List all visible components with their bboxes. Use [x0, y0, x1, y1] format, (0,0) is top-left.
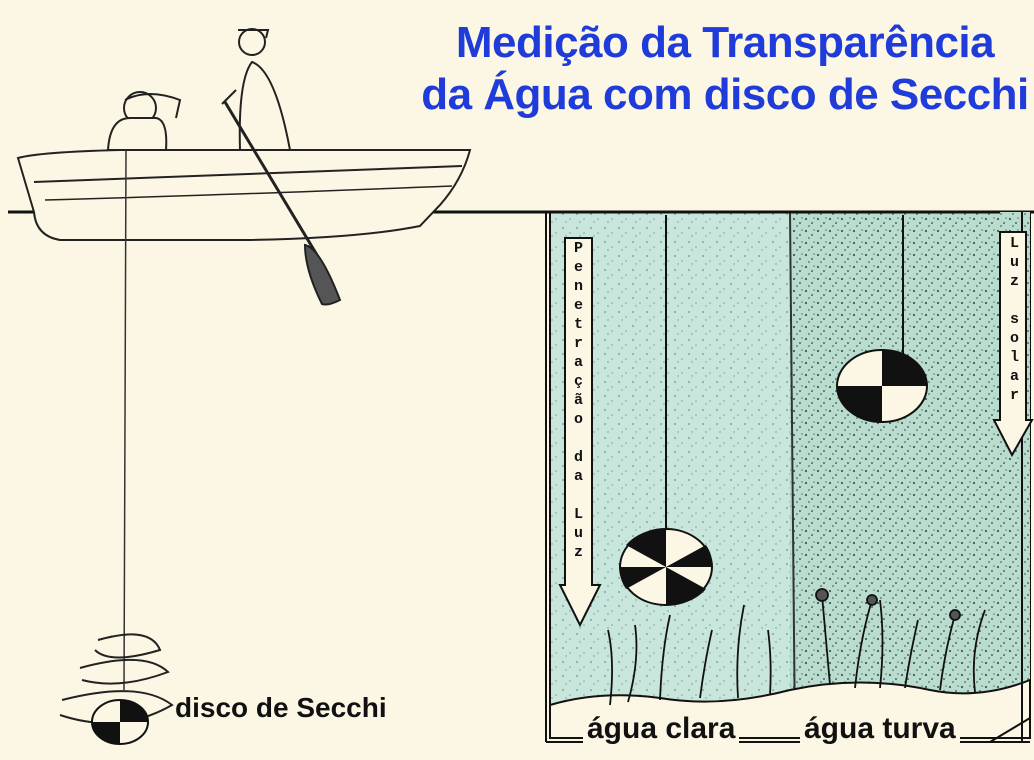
boat [16, 149, 472, 241]
secchi-disc-clear [619, 528, 713, 606]
person-observer [106, 91, 182, 151]
secchi-disc-turbid [836, 349, 928, 423]
sunlight-label: Luz solar [1006, 235, 1023, 406]
light-penetration-label: Penetração da Luz [570, 240, 587, 563]
water-column [545, 210, 1031, 743]
oar [223, 101, 342, 306]
turbid-water-label: água turva [800, 712, 960, 746]
disc-label: disco de Secchi [175, 692, 387, 723]
secchi-rope-left [123, 149, 127, 691]
light-penetration-arrow [558, 237, 602, 628]
sunlight-arrow [992, 231, 1034, 458]
title-line-1: Medição da Transparência [455, 18, 995, 67]
title-line-2: da Água com disco de Secchi [421, 70, 1029, 119]
person-rower [221, 28, 292, 151]
clear-water-label: água clara [583, 712, 740, 746]
secchi-disc-left [91, 699, 149, 745]
aquatic-plants [607, 588, 986, 706]
